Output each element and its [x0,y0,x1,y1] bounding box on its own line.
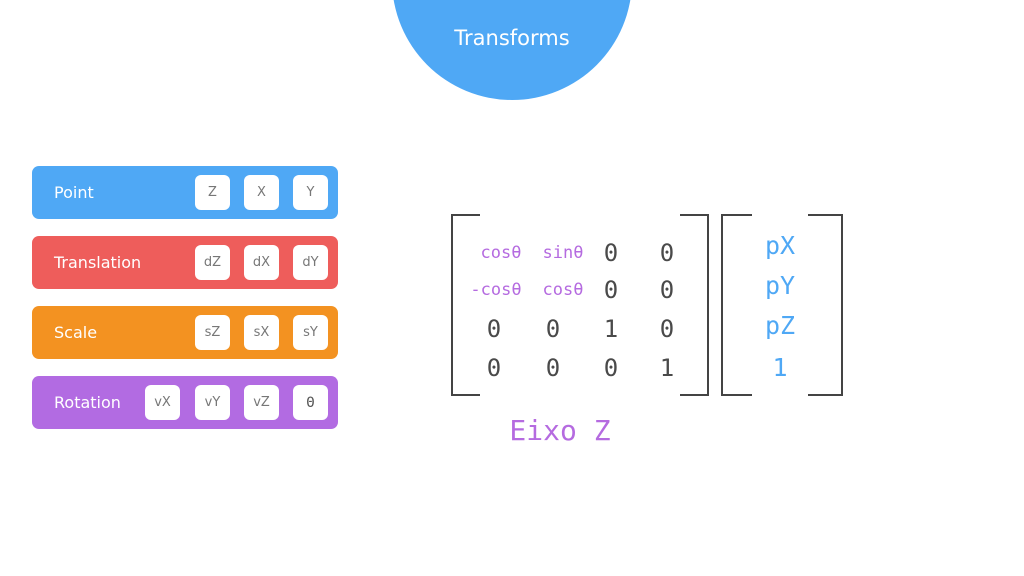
matrix-cell-r1c2: sinθ [542,243,584,263]
chip-scale-sy: sY [293,315,328,350]
matrix-cell-r4c4: 1 [659,354,675,382]
chip-scale-sz: sZ [195,315,230,350]
chip-rotation-vy: vY [195,385,230,420]
matrix-right-bracket [680,214,709,396]
panel-label-rotation: Rotation [54,393,121,412]
matrix-cell-r4c2: 0 [545,354,561,382]
chip-scale-sx: sX [244,315,279,350]
title-circle [392,0,632,100]
panel-label-scale: Scale [54,323,98,342]
matrix-cell-r2c2: cosθ [542,280,584,300]
matrix-cell-r3c1: 0 [486,315,502,343]
vector-left-bracket [721,214,752,396]
matrix-cell-r1c1: cosθ [480,243,522,263]
vector-right-bracket [808,214,843,396]
matrix-cell-r2c1: -cosθ [470,280,522,300]
vector-cell-3: pZ [764,311,796,340]
vector-cell-2: pY [764,271,796,300]
chip-rotation-vx: vX [145,385,180,420]
chip-rotation-vz: vZ [244,385,279,420]
matrix-left-bracket [451,214,480,396]
matrix-cell-r2c3: 0 [603,276,619,304]
panel-label-translation: Translation [54,253,142,272]
matrix-cell-r4c1: 0 [486,354,502,382]
chip-rotation-theta: Θ [293,385,328,420]
matrix-cell-r2c4: 0 [659,276,675,304]
matrix-cell-r3c2: 0 [545,315,561,343]
panel-translation: Translation dZ dX dY [32,236,338,289]
chip-point-y: Y [293,175,328,210]
chip-translation-dy: dY [293,245,328,280]
matrix-cell-r4c3: 0 [603,354,619,382]
vector-cell-1: pX [764,231,796,260]
panel-scale: Scale sZ sX sY [32,306,338,359]
chip-translation-dx: dX [244,245,279,280]
chip-point-z: Z [195,175,230,210]
panel-rotation: Rotation vX vY vZ Θ [32,376,338,429]
page-title: Transforms [454,26,570,50]
matrix-cell-r3c3: 1 [603,315,619,343]
matrix-cell-r1c3: 0 [603,239,619,267]
chip-point-x: X [244,175,279,210]
matrix-cell-r3c4: 0 [659,315,675,343]
vector-cell-4: 1 [772,353,788,382]
axis-label: Eixo Z [509,414,611,447]
panel-label-point: Point [54,183,94,202]
matrix-cell-r1c4: 0 [659,239,675,267]
panel-point: Point Z X Y [32,166,338,219]
chip-translation-dz: dZ [195,245,230,280]
